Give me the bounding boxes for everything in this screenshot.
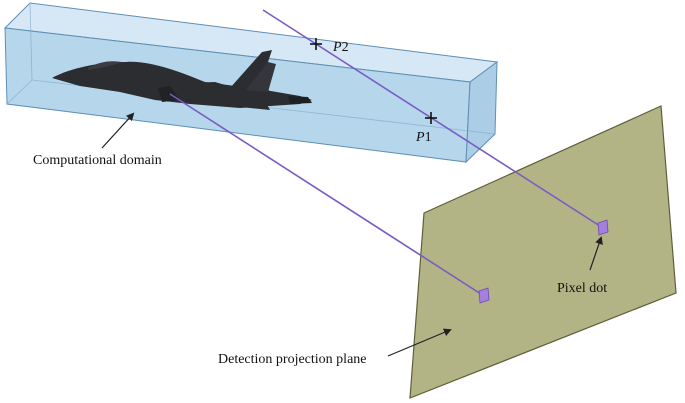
aircraft-canopy xyxy=(88,61,122,70)
p2-label: P2 xyxy=(332,40,349,55)
pixel-dot-right xyxy=(597,219,609,236)
p1-index: 1 xyxy=(425,130,432,145)
domain-back-edge xyxy=(29,2,33,81)
computational-domain-label: Computational domain xyxy=(33,153,162,168)
pixel-dot-label: Pixel dot xyxy=(557,281,607,296)
domain-back-edge xyxy=(6,79,33,105)
p2-index: 2 xyxy=(342,40,349,55)
aircraft-intake xyxy=(158,86,180,102)
computational-domain-arrow xyxy=(101,112,135,149)
p1-letter: P xyxy=(415,130,425,145)
aircraft-nozzle xyxy=(288,96,312,104)
plane-surface xyxy=(409,105,677,399)
point-p1-marker xyxy=(425,112,437,124)
aircraft-silhouette xyxy=(52,50,312,110)
aircraft-tail-fin xyxy=(246,62,276,92)
detection-plane-arrow xyxy=(387,328,452,357)
pixel-dot-left xyxy=(478,287,490,304)
p2-letter: P xyxy=(332,40,342,55)
p1-label: P1 xyxy=(415,130,432,145)
pixel-dot-arrow xyxy=(589,236,603,271)
aircraft-wing xyxy=(160,82,270,110)
detection-plane-label: Detection projection plane xyxy=(218,352,367,367)
ray-aircraft-to-pixel xyxy=(169,93,485,297)
point-p2-marker xyxy=(310,38,322,50)
detection-projection-plane xyxy=(409,105,677,399)
ray-p2-p1-to-pixel xyxy=(262,9,604,229)
projection-rays xyxy=(169,9,604,297)
